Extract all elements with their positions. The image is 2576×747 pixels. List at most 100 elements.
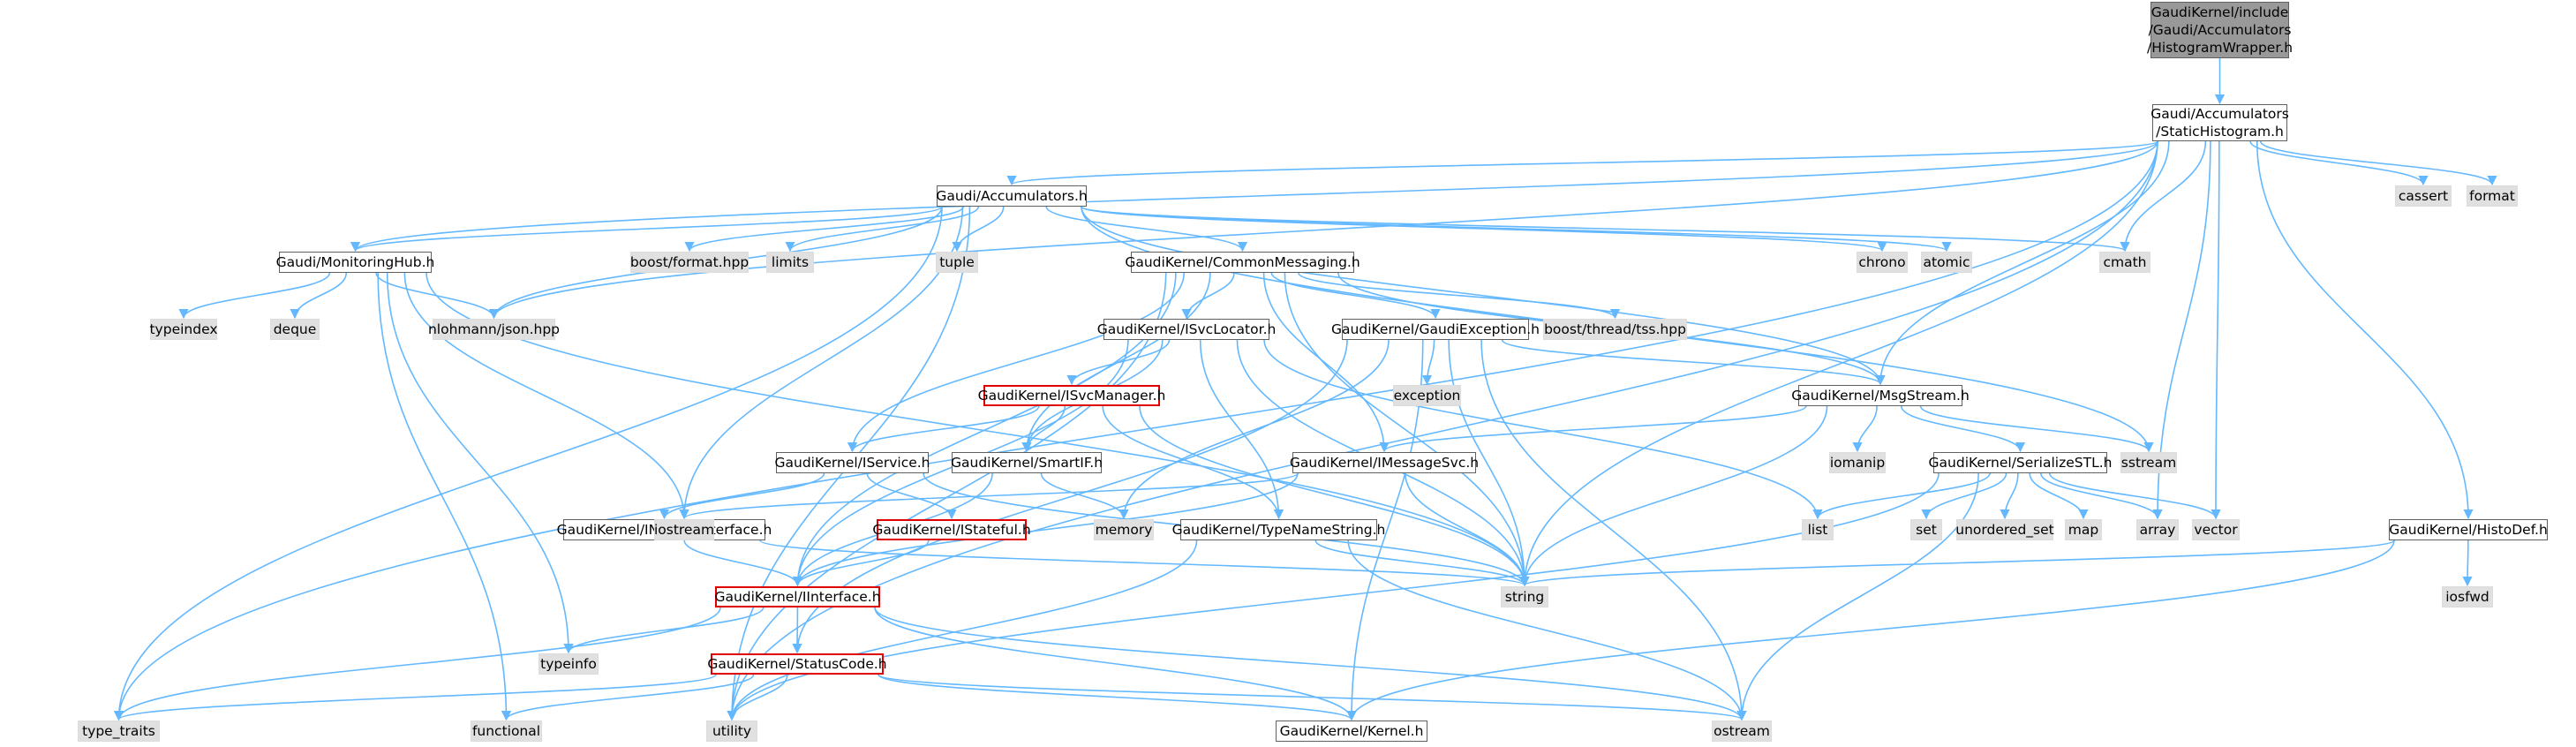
edge-static_histogram-to-monitoring_hub bbox=[350, 140, 2158, 253]
edge-common_messaging-to-gaudi_exception bbox=[1270, 272, 1441, 320]
edge-gaudi_exception-to-exception bbox=[1421, 339, 1435, 386]
edge-static_histogram-to-accumulators bbox=[1007, 140, 2158, 186]
edge-msg_stream-to-serialize_stl bbox=[1900, 405, 2026, 453]
node-histogram-wrapper[interactable]: GaudiKernel/include /Gaudi/Accumulators … bbox=[2147, 2, 2293, 58]
node-iostream[interactable]: iostream bbox=[654, 519, 714, 540]
node-boost-format[interactable]: boost/format.hpp bbox=[630, 252, 749, 273]
node-atomic[interactable]: atomic bbox=[1921, 252, 1972, 273]
node-limits[interactable]: limits bbox=[766, 252, 814, 273]
edge-monitoring_hub-to-typeindex bbox=[178, 272, 331, 320]
edge-isvc_locator-to-type_name_string bbox=[1199, 339, 1284, 520]
node-typeindex[interactable]: typeindex bbox=[149, 319, 218, 340]
node-utility[interactable]: utility bbox=[706, 721, 757, 742]
edge-serialize_stl-to-list bbox=[1812, 472, 1991, 520]
node-iosfwd[interactable]: iosfwd bbox=[2442, 586, 2493, 607]
edge-common_messaging-to-isvc_locator bbox=[1181, 272, 1235, 320]
edge-status_code-to-utility bbox=[727, 674, 788, 721]
node-kernel[interactable]: GaudiKernel/Kernel.h bbox=[1276, 721, 1427, 742]
node-chrono[interactable]: chrono bbox=[1857, 252, 1908, 273]
edge-istateful-to-iinterface bbox=[792, 540, 930, 587]
edge-isvc_manager-to-iservice bbox=[847, 405, 1040, 453]
edge-static_histogram-to-cmath bbox=[2120, 140, 2207, 253]
node-monitoring-hub[interactable]: Gaudi/MonitoringHub.h bbox=[276, 252, 434, 273]
node-cassert[interactable]: cassert bbox=[2395, 185, 2452, 207]
edge-histo_def-to-iosfwd bbox=[2462, 540, 2473, 587]
edge-static_histogram-to-msg_stream bbox=[1875, 140, 2170, 386]
edge-type_name_string-to-ostream bbox=[1347, 540, 1747, 721]
edge-msg_stream-to-string bbox=[1519, 405, 1828, 587]
node-serialize-stl[interactable]: GaudiKernel/SerializeSTL.h bbox=[1929, 452, 2112, 473]
node-sstream[interactable]: sstream bbox=[2120, 452, 2177, 473]
node-ostream[interactable]: ostream bbox=[1712, 721, 1772, 742]
node-smartif[interactable]: GaudiKernel/SmartIF.h bbox=[951, 452, 1103, 473]
edge-inamed_interface-to-iinterface bbox=[683, 540, 803, 587]
edge-common_messaging-to-boost_thread_tss bbox=[1298, 272, 1620, 320]
node-map[interactable]: map bbox=[2065, 519, 2102, 540]
node-set[interactable]: set bbox=[1910, 519, 1942, 540]
node-msg-stream[interactable]: GaudiKernel/MsgStream.h bbox=[1791, 385, 1970, 406]
node-vector[interactable]: vector bbox=[2192, 519, 2240, 540]
edge-iinterface-to-typeinfo bbox=[563, 607, 765, 654]
edge-iinterface-to-kernel bbox=[874, 607, 1357, 721]
edge-accumulators-to-monitoring_hub bbox=[350, 206, 943, 253]
edge-accumulators-to-tuple bbox=[952, 206, 1005, 253]
edge-static_histogram-to-vector bbox=[2211, 140, 2221, 520]
node-typeinfo[interactable]: typeinfo bbox=[539, 653, 599, 675]
node-gaudi-exception[interactable]: GaudiKernel/GaudiException.h bbox=[1331, 319, 1540, 340]
node-format[interactable]: format bbox=[2467, 185, 2518, 207]
node-nlohmann-json[interactable]: nlohmann/json.hpp bbox=[428, 319, 560, 340]
edge-iservice-to-istateful bbox=[866, 472, 957, 520]
edge-smartif-to-memory bbox=[1040, 472, 1129, 520]
node-type-traits[interactable]: type_traits bbox=[78, 721, 160, 742]
node-exception[interactable]: exception bbox=[1393, 385, 1461, 406]
edge-accumulators-to-atomic bbox=[1081, 206, 1952, 253]
node-isvc-manager[interactable]: GaudiKernel/ISvcManager.h bbox=[978, 385, 1165, 406]
edge-static_histogram-to-type_traits bbox=[113, 140, 2158, 721]
node-functional[interactable]: functional bbox=[471, 721, 542, 742]
node-iservice[interactable]: GaudiKernel/IService.h bbox=[775, 452, 930, 473]
edge-common_messaging-to-utility bbox=[727, 272, 1167, 721]
edge-histo_def-to-kernel bbox=[1346, 540, 2395, 721]
edge-imessage_svc-to-iinterface bbox=[793, 472, 1299, 587]
node-static-histogram[interactable]: Gaudi/Accumulators /StaticHistogram.h bbox=[2150, 104, 2289, 141]
node-string[interactable]: string bbox=[1501, 586, 1548, 607]
node-isvc-locator[interactable]: GaudiKernel/ISvcLocator.h bbox=[1097, 319, 1276, 340]
node-unordered-set[interactable]: unordered_set bbox=[1955, 519, 2054, 540]
node-array[interactable]: array bbox=[2136, 519, 2179, 540]
edge-imessage_svc-to-string bbox=[1405, 472, 1530, 587]
node-memory[interactable]: memory bbox=[1094, 519, 1154, 540]
edge-status_code-to-type_traits bbox=[114, 674, 717, 721]
edge-isvc_locator-to-list bbox=[1263, 339, 1823, 520]
edge-accumulators-to-chrono bbox=[1081, 206, 1887, 253]
node-iinterface[interactable]: GaudiKernel/IInterface.h bbox=[714, 586, 881, 607]
node-accumulators[interactable]: Gaudi/Accumulators.h bbox=[936, 185, 1088, 207]
edge-serialize_stl-to-array bbox=[2040, 472, 2163, 520]
edge-status_code-to-ostream bbox=[877, 674, 1747, 721]
edge-accumulators-to-cmath bbox=[1081, 206, 2130, 253]
node-list[interactable]: list bbox=[1802, 519, 1834, 540]
edge-monitoring_hub-to-iostream bbox=[403, 272, 689, 520]
edge-common_messaging-to-iservice bbox=[847, 272, 1185, 453]
edge-common_messaging-to-string bbox=[1284, 272, 1530, 587]
edge-histo_def-to-string bbox=[1519, 540, 2395, 587]
edge-isvc_manager-to-string bbox=[1139, 405, 1530, 587]
edge-type_name_string-to-utility bbox=[727, 540, 1198, 721]
edge-serialize_stl-to-set bbox=[1921, 472, 2007, 520]
node-tuple[interactable]: tuple bbox=[936, 252, 978, 273]
node-boost-thread-tss[interactable]: boost/thread/tss.hpp bbox=[1543, 319, 1687, 340]
node-istateful[interactable]: GaudiKernel/IStateful.h bbox=[872, 519, 1031, 540]
node-iomanip[interactable]: iomanip bbox=[1829, 452, 1886, 473]
edge-iinterface-to-type_traits bbox=[114, 607, 721, 721]
node-cmath[interactable]: cmath bbox=[2099, 252, 2150, 273]
node-type-name-string[interactable]: GaudiKernel/TypeNameString.h bbox=[1172, 519, 1385, 540]
edge-accumulators-to-boost_format bbox=[684, 206, 965, 253]
node-deque[interactable]: deque bbox=[270, 319, 320, 340]
edge-accumulators-to-msg_stream bbox=[1081, 206, 1886, 386]
edge-serialize_stl-to-vector bbox=[2048, 472, 2221, 520]
node-status-code[interactable]: GaudiKernel/StatusCode.h bbox=[707, 653, 887, 675]
node-common-messaging[interactable]: GaudiKernel/CommonMessaging.h bbox=[1125, 252, 1360, 273]
node-histo-def[interactable]: GaudiKernel/HistoDef.h bbox=[2389, 519, 2548, 540]
node-imessage-svc[interactable]: GaudiKernel/IMessageSvc.h bbox=[1290, 452, 1479, 473]
edge-iservice-to-inamed_interface bbox=[659, 472, 825, 520]
edge-common_messaging-to-imessage_svc bbox=[1262, 272, 1390, 453]
